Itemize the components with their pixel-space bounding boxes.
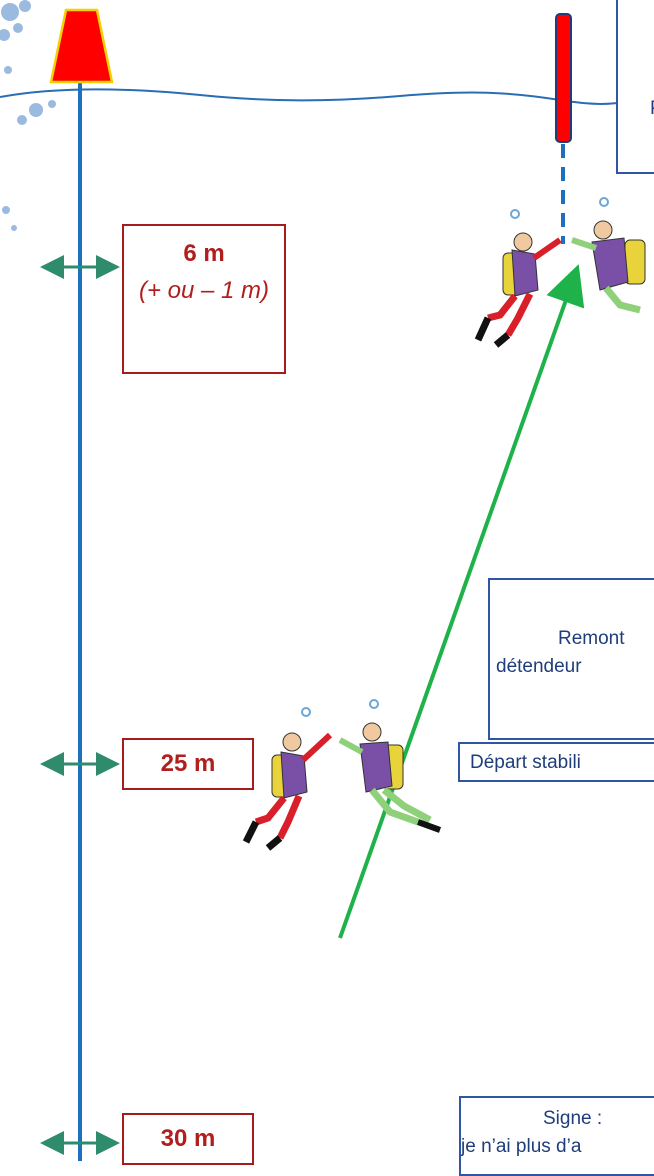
info-sign-line1: Signe : <box>543 1108 603 1129</box>
depth-box-6m: 6 m (+ ou – 1 m) <box>122 224 286 374</box>
divers-bottom <box>242 699 442 851</box>
depth-box-30m: 30 m <box>122 1113 254 1165</box>
diver-right-bottom <box>338 699 442 833</box>
depth-6m-value: 6 m <box>183 240 225 267</box>
info-top-right-text: P <box>650 98 654 120</box>
info-middle-line2: détendeur <box>496 656 582 677</box>
diver-left-top <box>474 209 562 348</box>
depth-30m-value: 30 m <box>160 1125 216 1152</box>
depth-box-25m: 25 m <box>122 738 254 790</box>
parachute-marker <box>555 13 572 143</box>
info-box-sign: Signe : je n’ai plus d’a <box>459 1096 654 1176</box>
ascent-arrow <box>338 264 585 939</box>
info-start-text: Départ stabili <box>470 752 581 773</box>
depth-25m-value: 25 m <box>160 750 216 777</box>
info-box-top-right: P <box>616 0 654 174</box>
water-spray <box>0 0 56 231</box>
info-middle-line1: Remont <box>558 628 625 649</box>
buoy <box>49 8 114 84</box>
info-box-start: Départ stabili <box>458 742 654 782</box>
depth-6m-tolerance: (+ ou – 1 m) <box>138 277 270 304</box>
info-sign-line2: je n’ai plus d’a <box>461 1136 582 1157</box>
diver-right-top <box>571 197 646 314</box>
divers-top <box>474 197 646 348</box>
info-box-middle: Remont détendeur <box>488 578 654 740</box>
diver-left-bottom <box>242 707 333 851</box>
